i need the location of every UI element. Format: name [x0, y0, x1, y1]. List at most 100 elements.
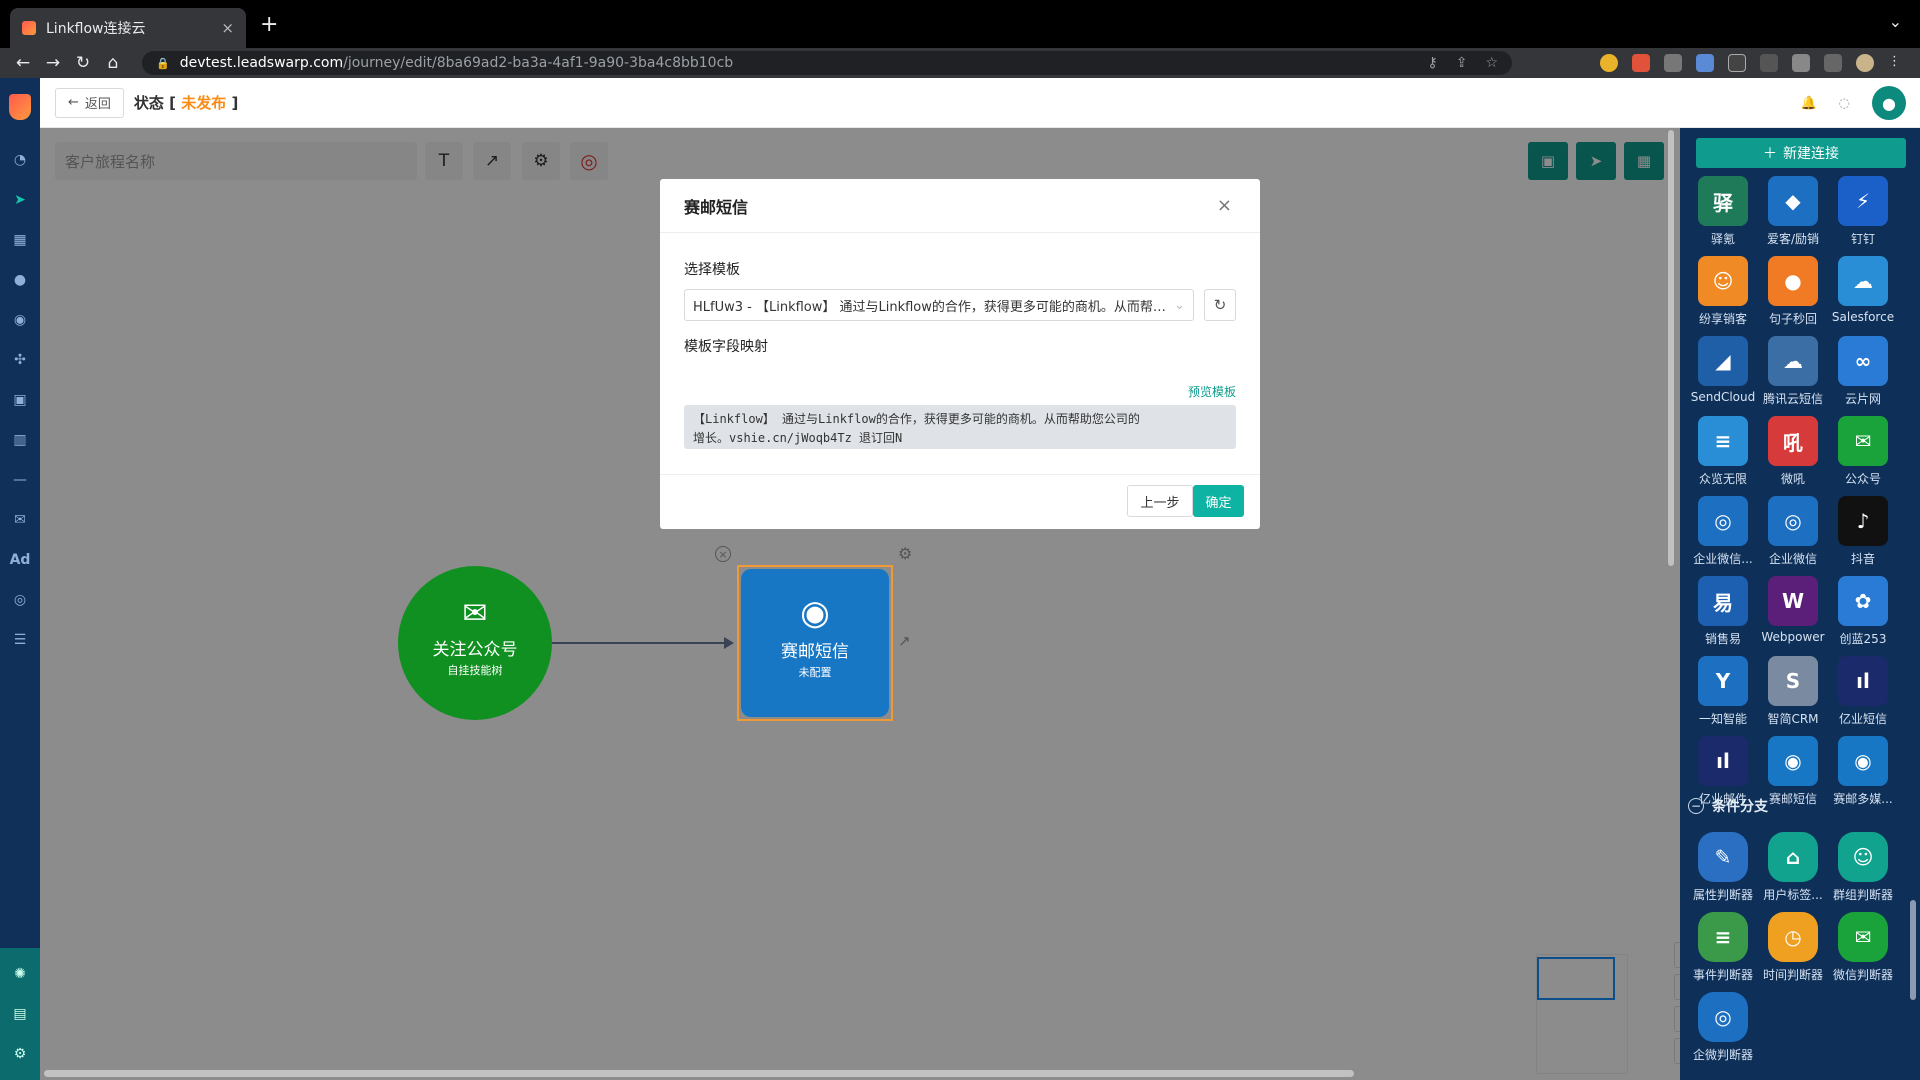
panel-scrollbar[interactable] [1910, 900, 1916, 1000]
browser-tab[interactable]: Linkflow连接云 × [10, 8, 246, 48]
home-icon[interactable]: ⌂ [107, 53, 119, 73]
puzzle-icon[interactable] [1792, 54, 1810, 72]
chat-icon[interactable]: ◌ [1838, 95, 1850, 111]
start-node-wechat-follow[interactable]: ✉ 关注公众号 自挂技能树 [398, 566, 552, 720]
chart-icon[interactable]: ▥ [13, 432, 27, 448]
logo-icon[interactable] [9, 94, 31, 120]
node-connect-icon[interactable]: ↗ [898, 632, 911, 650]
layout-icon-button[interactable]: ▦ [1624, 142, 1664, 180]
connector-item[interactable]: ☺纷享销客 [1688, 256, 1758, 336]
save-icon-button[interactable]: ▣ [1528, 142, 1568, 180]
dashboard-icon[interactable]: ◔ [13, 152, 27, 168]
action-node-saiyou-sms[interactable]: ◉ 赛邮短信 未配置 [737, 565, 893, 721]
connector-item[interactable]: ☁腾讯云短信 [1758, 336, 1828, 416]
connector-item[interactable]: ✿创蓝253 [1828, 576, 1898, 656]
minimap-viewport[interactable] [1537, 957, 1615, 1000]
text-tool-icon[interactable]: T [425, 142, 463, 180]
group-icon[interactable]: ✣ [14, 352, 26, 368]
collapse-icon[interactable]: − [1688, 798, 1704, 814]
connector-item[interactable]: ◎企业微信... [1688, 496, 1758, 576]
bookmark-star-icon[interactable]: ☆ [1485, 55, 1498, 71]
reload-icon[interactable]: ↻ [75, 53, 91, 73]
address-bar[interactable]: 🔒 devtest.leadswarp.com/journey/edit/8ba… [142, 51, 1512, 75]
connector-item[interactable]: ◉赛邮多媒... [1828, 736, 1898, 816]
tag-icon[interactable]: ▣ [13, 392, 27, 408]
browser-menu-icon[interactable]: ⋮ [1888, 54, 1901, 69]
chrome-extension-icon[interactable] [1600, 54, 1618, 72]
storage-icon[interactable]: ▤ [13, 1006, 27, 1022]
users-icon[interactable]: ◉ [13, 312, 27, 328]
list-icon[interactable]: ☰ [13, 632, 27, 648]
connector-item[interactable]: ◎企业微信 [1758, 496, 1828, 576]
journey-icon[interactable]: ➤ [14, 192, 26, 208]
wechat-icon[interactable]: ✉ [14, 512, 26, 528]
table-icon[interactable]: ▦ [13, 232, 27, 248]
node-settings-gear-icon[interactable]: ⚙ [898, 544, 913, 563]
condition-section-title[interactable]: − 条件分支 [1688, 796, 1768, 816]
connector-item[interactable]: ≡众览无限 [1688, 416, 1758, 496]
prev-step-button[interactable]: 上一步 [1127, 485, 1193, 517]
connector-item[interactable]: ☁Salesforce [1828, 256, 1898, 336]
sidepanel-icon[interactable] [1824, 54, 1842, 72]
connector-item[interactable]: ∞云片网 [1828, 336, 1898, 416]
publish-icon-button[interactable]: ➤ [1576, 142, 1616, 180]
connector-item[interactable]: 吼微吼 [1758, 416, 1828, 496]
bell-icon[interactable]: 🔔 [1800, 95, 1817, 111]
tab-close-icon[interactable]: × [221, 19, 234, 37]
condition-item[interactable]: ✉微信判断器 [1828, 912, 1898, 992]
modal-overlay[interactable]: ✉ 关注公众号 自挂技能树 × ⚙ ◉ 赛邮短信 未配置 ↗ 赛邮短信 × 选择… [40, 128, 1680, 1080]
condition-item[interactable]: ⌂用户标签... [1758, 832, 1828, 912]
canvas-vertical-scrollbar[interactable] [1668, 130, 1674, 566]
connector-item[interactable]: ●句子秒回 [1758, 256, 1828, 336]
confirm-button[interactable]: 确定 [1193, 485, 1244, 517]
condition-item[interactable]: ≡事件判断器 [1688, 912, 1758, 992]
extension-blue-icon[interactable] [1696, 54, 1714, 72]
condition-item[interactable]: ✎属性判断器 [1688, 832, 1758, 912]
connector-item[interactable]: ⚡钉钉 [1828, 176, 1898, 256]
connector-item[interactable]: ◉赛邮短信 [1758, 736, 1828, 816]
tab-search-icon[interactable]: ⌄ [1888, 12, 1902, 31]
preview-template-link[interactable]: 预览模板 [1187, 385, 1236, 399]
minimap[interactable] [1536, 954, 1628, 1074]
share-icon[interactable]: ⇪ [1455, 55, 1468, 71]
back-button[interactable]: ← 返回 [55, 87, 124, 118]
settings-gear-icon[interactable]: ⚙ [13, 1046, 27, 1062]
extension-grid-icon[interactable] [1760, 54, 1778, 72]
new-tab-button[interactable]: + [260, 12, 279, 37]
user-icon[interactable]: ● [13, 272, 27, 288]
connector-item[interactable]: 易销售易 [1688, 576, 1758, 656]
canvas-horizontal-scrollbar[interactable] [44, 1070, 1354, 1077]
template-select[interactable]: HLfUw3 - 【Linkflow】 通过与Linkflow的合作，获得更多可… [684, 289, 1194, 321]
new-connection-button[interactable]: ＋ 新建连接 [1696, 138, 1906, 168]
node-delete-icon[interactable]: × [715, 546, 731, 562]
avatar[interactable]: ● [1872, 86, 1906, 120]
target-icon[interactable]: ◎ [13, 592, 27, 608]
journey-name-input[interactable]: 客户旅程名称 [55, 142, 417, 180]
ad-icon[interactable]: Ad [9, 552, 31, 568]
dialog-close-icon[interactable]: × [1216, 195, 1232, 216]
connector-item[interactable]: ✉公众号 [1828, 416, 1898, 496]
flow-edge[interactable] [552, 637, 734, 649]
extension-red-icon[interactable] [1632, 54, 1650, 72]
condition-item[interactable]: ◎企微判断器 [1688, 992, 1758, 1072]
back-arrow-icon[interactable]: ← [15, 53, 31, 73]
connector-item[interactable]: 驿驿氪 [1688, 176, 1758, 256]
extension-glasses-icon[interactable] [1664, 54, 1682, 72]
target-tool-icon[interactable]: ◎ [570, 142, 608, 180]
profile-avatar-icon[interactable] [1856, 54, 1874, 72]
key-icon[interactable]: ⚷ [1427, 55, 1438, 71]
forward-arrow-icon[interactable]: → [45, 53, 61, 73]
refresh-icon[interactable]: ↻ [1204, 289, 1236, 321]
connector-icon[interactable]: ✺ [14, 966, 26, 982]
condition-item[interactable]: ☺群组判断器 [1828, 832, 1898, 912]
extension-box-icon[interactable] [1728, 54, 1746, 72]
arrow-tool-icon[interactable]: ↗ [473, 142, 511, 180]
condition-item[interactable]: ◷时间判断器 [1758, 912, 1828, 992]
gear-tool-icon[interactable]: ⚙ [522, 142, 560, 180]
connector-item[interactable]: ◆爱客/励销 [1758, 176, 1828, 256]
